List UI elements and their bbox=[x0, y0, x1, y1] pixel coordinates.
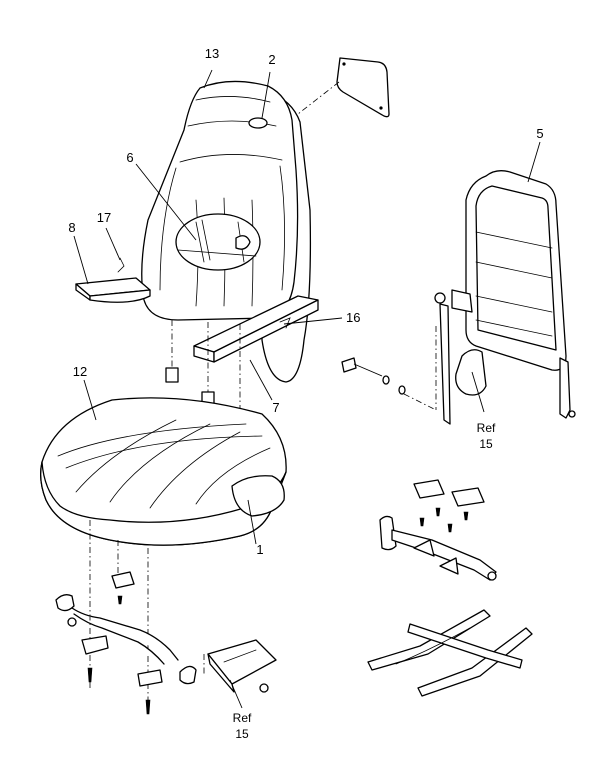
callout-leaders bbox=[73, 69, 541, 709]
pivot-bolt-kit bbox=[341, 326, 437, 411]
recline-knob bbox=[248, 117, 268, 129]
callout-labels: 13 2 6 17 8 16 7 12 5 1 Ref 15 Ref 15 bbox=[68, 46, 543, 741]
callout-17: 17 bbox=[97, 210, 111, 225]
seat-mount-lines bbox=[89, 520, 149, 700]
callout-1: 1 bbox=[256, 542, 263, 557]
callout-13: 13 bbox=[205, 46, 219, 61]
seat-cushion bbox=[40, 397, 287, 546]
ref-label-right: Ref bbox=[477, 421, 496, 435]
seat-frame-hardware bbox=[55, 571, 277, 715]
back-panel-plate bbox=[297, 57, 390, 118]
callout-6: 6 bbox=[126, 150, 133, 165]
callout-7: 7 bbox=[272, 400, 279, 415]
back-frame bbox=[434, 170, 576, 425]
seat-rails bbox=[367, 609, 533, 697]
callout-2: 2 bbox=[268, 52, 275, 67]
callout-12: 12 bbox=[73, 364, 87, 379]
slider-mechanism bbox=[379, 479, 497, 581]
ref-number-right: 15 bbox=[479, 437, 493, 451]
callout-5: 5 bbox=[536, 126, 543, 141]
recline-handle bbox=[455, 349, 487, 396]
left-armrest bbox=[75, 257, 151, 303]
ref-label-bottom: Ref bbox=[233, 711, 252, 725]
ref-number-bottom: 15 bbox=[235, 727, 249, 741]
seat-side-trim bbox=[231, 475, 285, 517]
callout-16: 16 bbox=[346, 310, 360, 325]
callout-8: 8 bbox=[68, 220, 75, 235]
